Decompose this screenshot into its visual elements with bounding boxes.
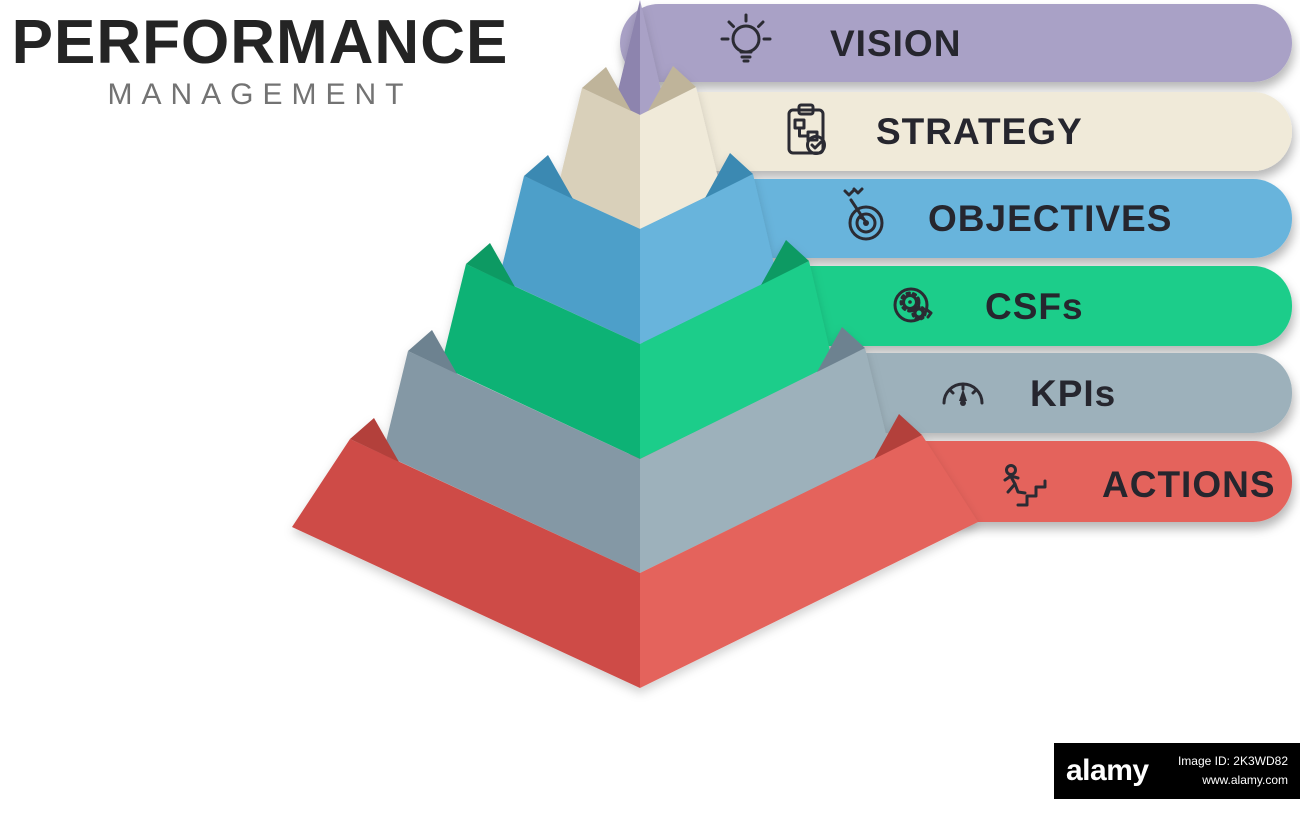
left-face xyxy=(292,439,640,688)
fold xyxy=(582,67,631,111)
right-face xyxy=(640,87,721,229)
right-face xyxy=(640,435,978,688)
left-face xyxy=(383,351,640,573)
level-label-vision: VISION xyxy=(830,23,961,64)
fold xyxy=(466,243,515,287)
fold xyxy=(761,240,809,285)
pyramid-level-strategy xyxy=(557,87,721,229)
ribbon-folds xyxy=(350,66,922,462)
right-face xyxy=(640,0,664,115)
level-label-objectives: OBJECTIVES xyxy=(928,198,1172,239)
fold xyxy=(524,155,573,199)
level-label-actions: ACTIONS xyxy=(1102,464,1276,505)
gauge-icon xyxy=(942,382,984,406)
alamy-watermark-bar: alamy Image ID: 2K3WD82 www.alamy.com xyxy=(1054,743,1300,799)
pyramid-level-vision xyxy=(615,0,664,115)
pyramid-level-kpis xyxy=(383,348,890,573)
pyramid xyxy=(292,0,978,688)
target-arrow-icon xyxy=(843,187,884,241)
fold xyxy=(705,153,753,198)
fold xyxy=(408,330,457,374)
fold xyxy=(648,66,696,111)
left-face xyxy=(441,264,640,459)
fold xyxy=(874,414,922,459)
pyramid-level-objectives xyxy=(499,174,777,344)
runner-stairs-icon xyxy=(1003,464,1047,507)
alamy-url-text: www.alamy.com xyxy=(1202,773,1288,787)
page-subtitle: MANAGEMENT xyxy=(107,78,413,111)
head-gears-icon xyxy=(893,287,933,323)
pyramid-level-csfs xyxy=(441,261,833,459)
alamy-meta: Image ID: 2K3WD82 www.alamy.com xyxy=(1178,752,1288,789)
level-label-csfs: CSFs xyxy=(985,286,1084,327)
lightbulb-icon xyxy=(720,13,772,63)
alamy-logo: alamy xyxy=(1066,754,1149,787)
fold xyxy=(817,327,865,372)
pyramid-level-actions xyxy=(292,435,978,688)
right-face xyxy=(640,174,777,344)
image-id-text: Image ID: 2K3WD82 xyxy=(1177,754,1288,769)
level-label-kpis: KPIs xyxy=(1030,373,1116,414)
bar-vision xyxy=(620,4,1292,82)
level-labels: VISION STRATEGY OBJECTIVES CSFs KPIs ACT… xyxy=(830,23,1276,505)
left-face xyxy=(499,176,640,344)
left-face xyxy=(557,88,640,229)
level-label-strategy: STRATEGY xyxy=(876,111,1083,152)
right-face xyxy=(640,261,833,459)
page-title: PERFORMANCE xyxy=(11,8,509,77)
fold xyxy=(350,418,399,462)
bar-objectives xyxy=(620,179,1292,258)
strategy-clipboard-icon xyxy=(787,103,826,155)
left-face xyxy=(615,0,640,115)
level-icons xyxy=(720,13,1047,507)
title-block: PERFORMANCE MANAGEMENT xyxy=(10,12,510,112)
right-face xyxy=(640,348,890,573)
